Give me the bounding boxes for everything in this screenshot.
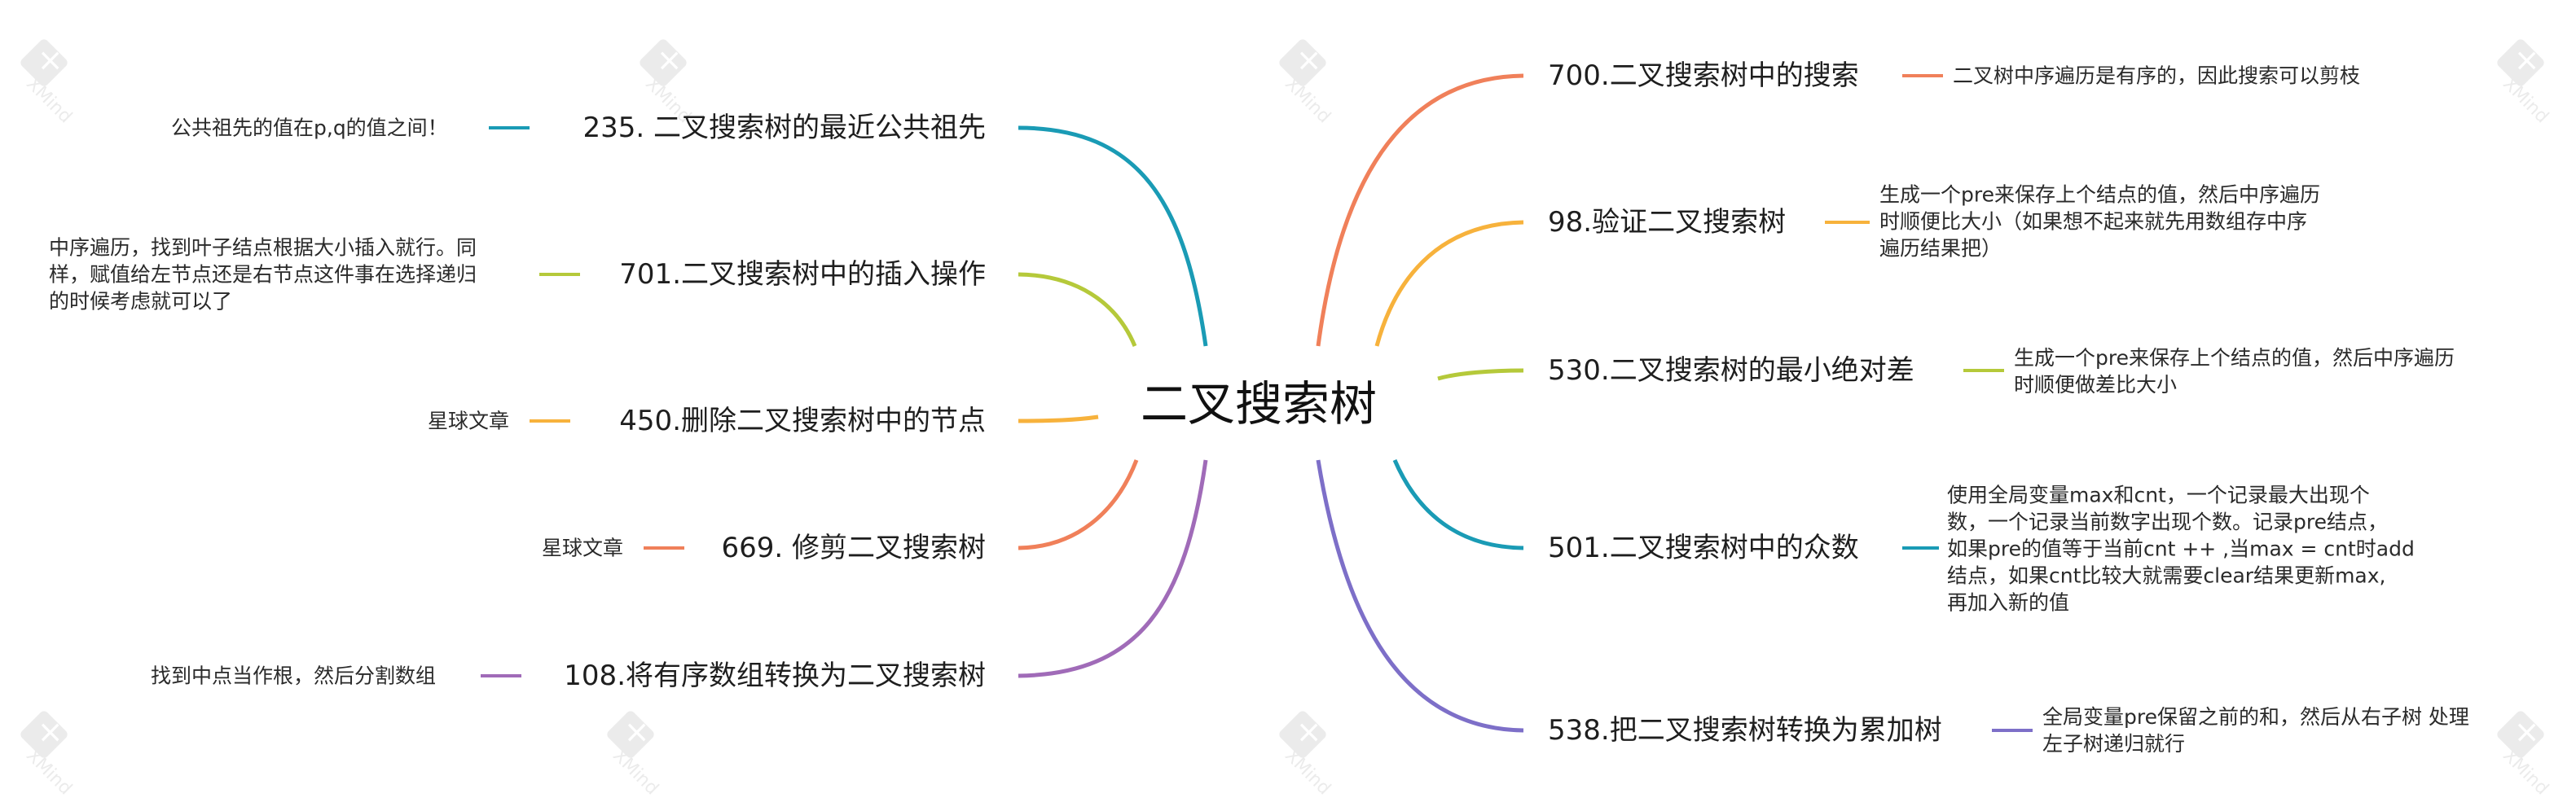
branch-701: [1018, 272, 1137, 347]
note-108[interactable]: 找到中点当作根，然后分割数组: [151, 663, 436, 690]
note-line: 找到中点当作根，然后分割数组: [151, 664, 437, 688]
note-line: 时顺便比大小（如果想不起来就先用数组存中序: [1879, 209, 2308, 234]
branch-669: [1018, 459, 1139, 550]
xmind-watermark-logo: XMind: [2493, 37, 2552, 127]
branch-108: [1018, 459, 1208, 678]
note-line: 星球文章: [542, 536, 624, 560]
topic-538-greater-sum[interactable]: 538.把二叉搜索树转换为累加树: [1548, 714, 1942, 747]
note-line: 时顺便做差比大小: [2014, 373, 2178, 397]
note-line: 公共祖先的值在p,q的值之间！: [171, 116, 448, 140]
note-530[interactable]: 生成一个pre来保存上个结点的值，然后中序遍历 时顺便做差比大小: [2014, 344, 2455, 398]
note-450[interactable]: 星球文章: [428, 408, 509, 435]
topic-530-min-diff[interactable]: 530.二叉搜索树的最小绝对差: [1548, 354, 1914, 387]
note-line: 左子树递归就行: [2042, 732, 2186, 756]
note-line: 再加入新的值: [1947, 590, 2070, 615]
xmind-watermark-logo: XMind: [1275, 37, 1334, 127]
xmind-watermark-logo: XMind: [635, 37, 695, 127]
xmind-watermark-logo: XMind: [16, 708, 76, 799]
note-669[interactable]: 星球文章: [542, 535, 623, 562]
branch-530: [1437, 368, 1524, 381]
topic-108-sorted-array[interactable]: 108.将有序数组转换为二叉搜索树: [564, 660, 986, 692]
branch-235: [1018, 125, 1208, 347]
note-line: 生成一个pre来保存上个结点的值，然后中序遍历: [1879, 182, 2320, 207]
note-line: 中序遍历，找到叶子结点根据大小插入就行。同: [49, 235, 477, 260]
note-line: 样，赋值给左节点还是右节点这件事在选择递归: [49, 262, 477, 287]
xmind-watermark-logo: XMind: [1275, 708, 1334, 799]
note-line: 星球文章: [428, 409, 510, 433]
note-line: 结点，如果cnt比较大就需要clear结果更新max,: [1947, 563, 2386, 588]
branch-501: [1392, 459, 1524, 550]
topic-98-validate[interactable]: 98.验证二叉搜索树: [1548, 206, 1787, 239]
branch-538: [1316, 459, 1524, 733]
central-topic[interactable]: 二叉搜索树: [1141, 376, 1378, 432]
xmind-watermark-logo: XMind: [2493, 708, 2552, 799]
xmind-watermark-logo: XMind: [603, 708, 662, 799]
note-line: 如果pre的值等于当前cnt ++ ,当max = cnt时add: [1947, 537, 2415, 561]
topic-501-mode[interactable]: 501.二叉搜索树中的众数: [1548, 532, 1859, 564]
topic-700-search[interactable]: 700.二叉搜索树中的搜索: [1548, 59, 1859, 92]
xmind-watermark-logo: XMind: [16, 37, 76, 127]
note-501[interactable]: 使用全局变量max和cnt，一个记录最大出现个 数，一个记录当前数字出现个数。记…: [1947, 482, 2415, 616]
note-line: 遍历结果把）: [1879, 236, 2002, 261]
note-98[interactable]: 生成一个pre来保存上个结点的值，然后中序遍历 时顺便比大小（如果想不起来就先用…: [1879, 182, 2320, 262]
topic-669-trim[interactable]: 669. 修剪二叉搜索树: [721, 532, 986, 564]
branch-98: [1374, 220, 1524, 347]
branch-700: [1316, 73, 1524, 347]
topic-235-lca[interactable]: 235. 二叉搜索树的最近公共祖先: [582, 112, 986, 144]
note-line: 全局变量pre保留之前的和，然后从右子树 处理: [2042, 705, 2469, 729]
note-700[interactable]: 二叉树中序遍历是有序的，因此搜索可以剪枝: [1953, 63, 2360, 90]
topic-701-insert[interactable]: 701.二叉搜索树中的插入操作: [619, 258, 986, 291]
note-701[interactable]: 中序遍历，找到叶子结点根据大小插入就行。同 样，赋值给左节点还是右节点这件事在选…: [49, 235, 477, 315]
note-line: 使用全局变量max和cnt，一个记录最大出现个: [1947, 483, 2370, 507]
note-line: 的时候考虑就可以了: [49, 289, 233, 313]
note-line: 二叉树中序遍历是有序的，因此搜索可以剪枝: [1953, 64, 2361, 88]
note-line: 数，一个记录当前数字出现个数。记录pre结点，: [1947, 510, 2388, 534]
note-line: 生成一个pre来保存上个结点的值，然后中序遍历: [2014, 346, 2455, 370]
branch-450: [1018, 414, 1099, 423]
note-235[interactable]: 公共祖先的值在p,q的值之间！: [171, 115, 448, 142]
topic-450-delete[interactable]: 450.删除二叉搜索树中的节点: [619, 405, 986, 437]
note-538[interactable]: 全局变量pre保留之前的和，然后从右子树 处理 左子树递归就行: [2042, 704, 2469, 757]
